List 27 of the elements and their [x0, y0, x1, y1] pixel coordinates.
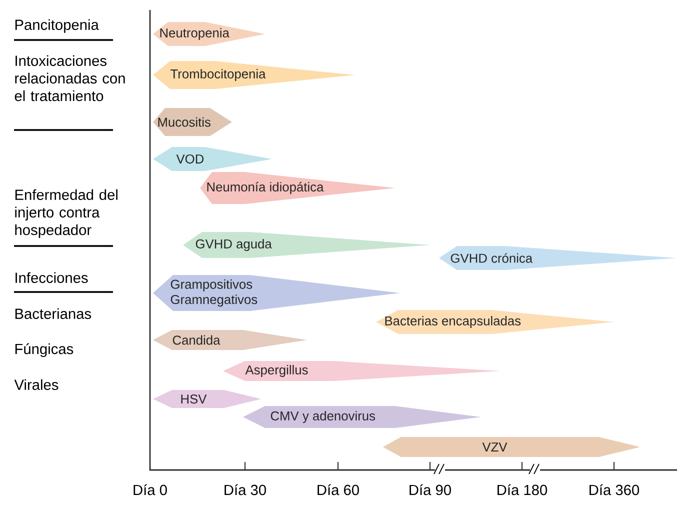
tick-label: Día 0 — [134, 484, 167, 496]
timeline-band: Mucositis — [153, 108, 232, 136]
tick-label: Día 180 — [498, 484, 548, 496]
timeline-band: Candida — [153, 330, 307, 350]
timeline-band: Neumonía idiopática — [200, 172, 395, 204]
timeline-band: HSV — [153, 390, 261, 408]
category-label: Virales — [14, 379, 58, 390]
timeline-band: Trombocitopenia — [153, 61, 355, 89]
category-label: Bacterianas — [15, 308, 92, 319]
timeline-band: Neutropenia — [153, 22, 265, 46]
timeline-band: GVHD crónica — [439, 246, 677, 270]
timeline-band: Grampositivos Gramnegativos — [153, 275, 400, 311]
category-label: Infecciones — [16, 272, 88, 283]
category-label: Fúngicas — [15, 343, 74, 358]
tick-label: Día 30 — [224, 484, 266, 496]
timeline-band: GVHD aguda — [183, 232, 430, 258]
category-label: Enfermedad del injerto contra hospedador — [15, 189, 118, 238]
category-label: Pancitopenia — [15, 19, 99, 33]
timeline-band: VOD — [153, 147, 272, 171]
timeline-band: VZV — [383, 437, 640, 457]
timeline-band: Bacterias encapsuladas — [376, 310, 614, 334]
category-label: Intoxicaciones relacionadas con el tratamiento — [14, 55, 125, 102]
timeline-band: CMV y adenovirus — [243, 406, 481, 428]
timeline-band: Aspergillus — [223, 361, 500, 381]
tick-label: Día 90 — [410, 484, 451, 496]
tick-label: Día 360 — [590, 484, 640, 496]
tick-label: Día 60 — [318, 484, 359, 496]
